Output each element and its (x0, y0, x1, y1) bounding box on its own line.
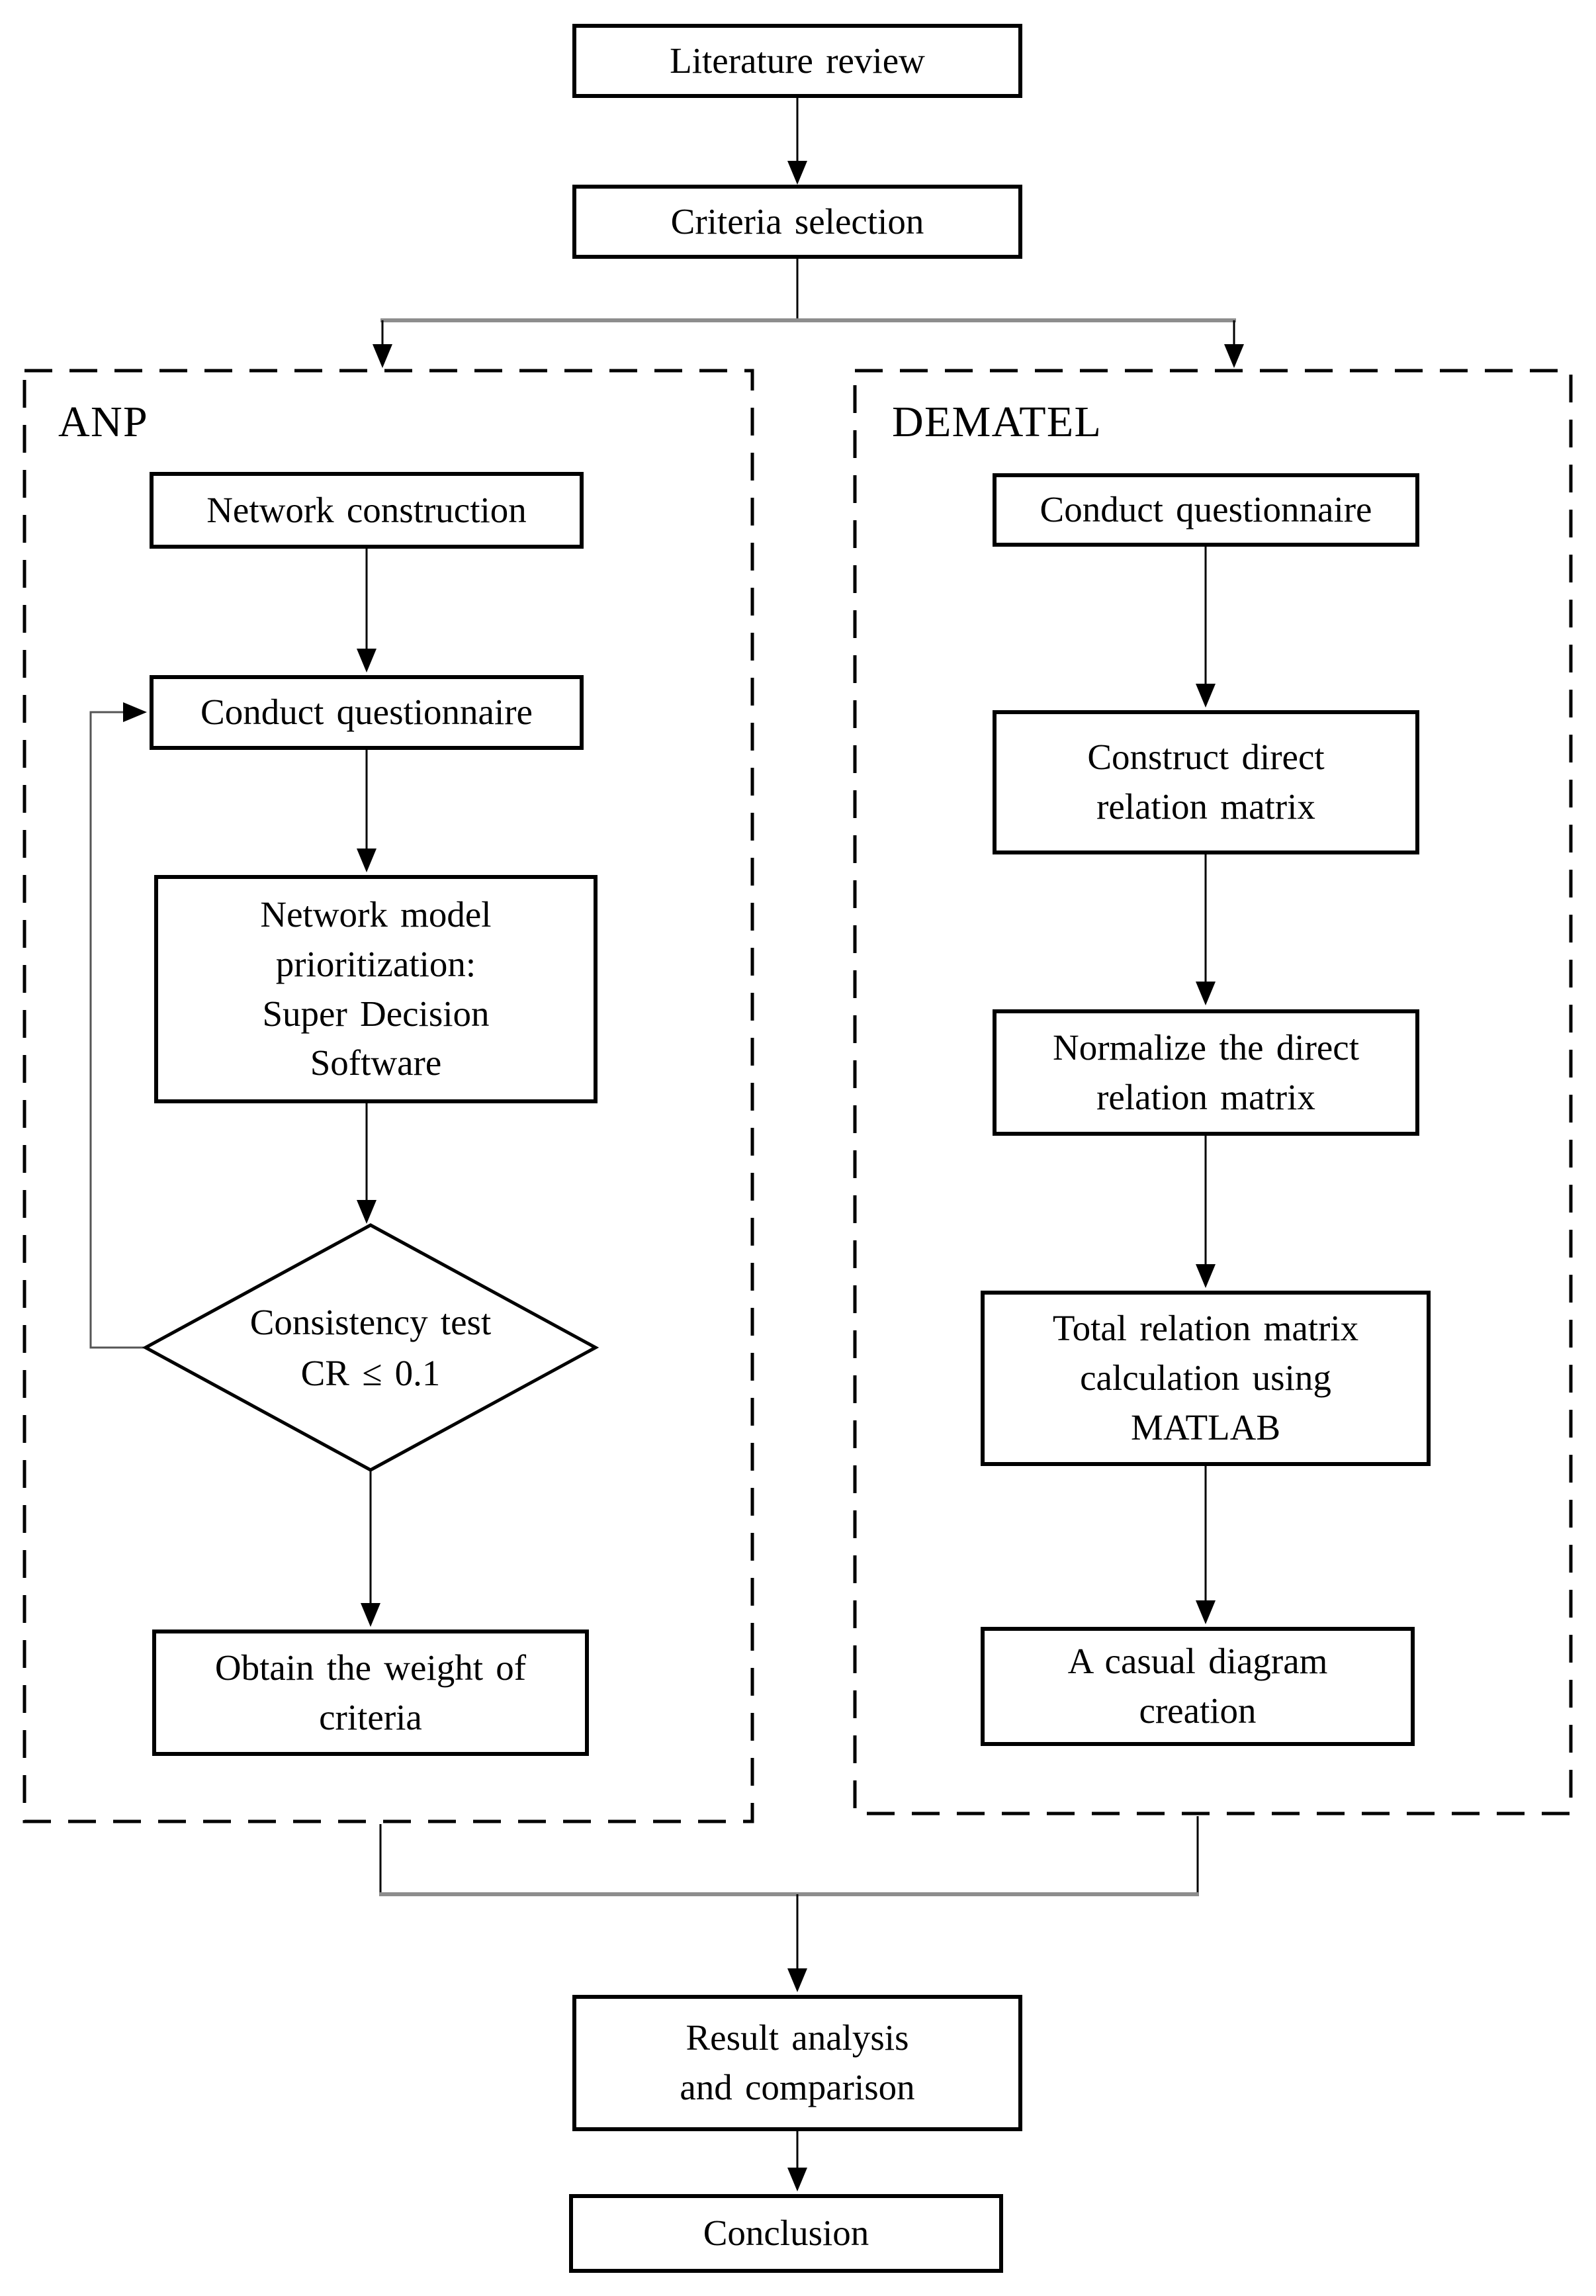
anp-frame-label: ANP (58, 398, 148, 446)
merge-connector (379, 1816, 1199, 1992)
node-literature-review: Literature review (572, 24, 1022, 98)
arrow-normalize-to-total-relation (1196, 1136, 1216, 1288)
arrow-result-to-conclusion (787, 2131, 807, 2191)
node-network-construction: Network construction (150, 472, 584, 549)
anp-group-frame (22, 369, 754, 1823)
node-obtain-weight-of-criteria: Obtain the weight of criteria (152, 1630, 589, 1756)
consistency-test-diamond-shape (142, 1223, 599, 1472)
arrow-network-model-to-consistency (357, 1103, 377, 1224)
node-conclusion: Conclusion (569, 2194, 1003, 2273)
node-casual-diagram-creation: A casual diagram creation (981, 1627, 1415, 1746)
arrow-network-construction-to-questionnaire (357, 549, 377, 672)
arrow-questionnaire-to-construct-matrix (1196, 547, 1216, 708)
node-conduct-questionnaire-dematel: Conduct questionnaire (993, 473, 1419, 547)
node-criteria-selection: Criteria selection (572, 185, 1022, 259)
node-total-relation-matrix-matlab: Total relation matrix calculation using … (981, 1291, 1431, 1466)
node-conduct-questionnaire-anp: Conduct questionnaire (150, 675, 584, 750)
node-network-model-prioritization: Network model prioritization: Super Deci… (154, 875, 598, 1103)
arrow-construct-to-normalize (1196, 854, 1216, 1005)
node-normalize-direct-relation-matrix: Normalize the direct relation matrix (993, 1009, 1419, 1136)
feedback-connector-consistency-to-questionnaire (89, 702, 147, 1349)
node-consistency-test-label: Consistency test CR ≤ 0.1 (249, 1302, 492, 1393)
dematel-frame-label: DEMATEL (892, 398, 1102, 446)
arrow-total-relation-to-casual-diagram (1196, 1466, 1216, 1624)
arrow-questionnaire-to-network-model (357, 750, 377, 872)
node-result-analysis-comparison: Result analysis and comparison (572, 1995, 1022, 2131)
node-construct-direct-relation-matrix: Construct direct relation matrix (993, 710, 1419, 854)
arrow-consistency-to-obtain-weight (361, 1471, 380, 1627)
arrow-literature-to-criteria (787, 98, 807, 185)
branch-connector (373, 259, 1244, 368)
